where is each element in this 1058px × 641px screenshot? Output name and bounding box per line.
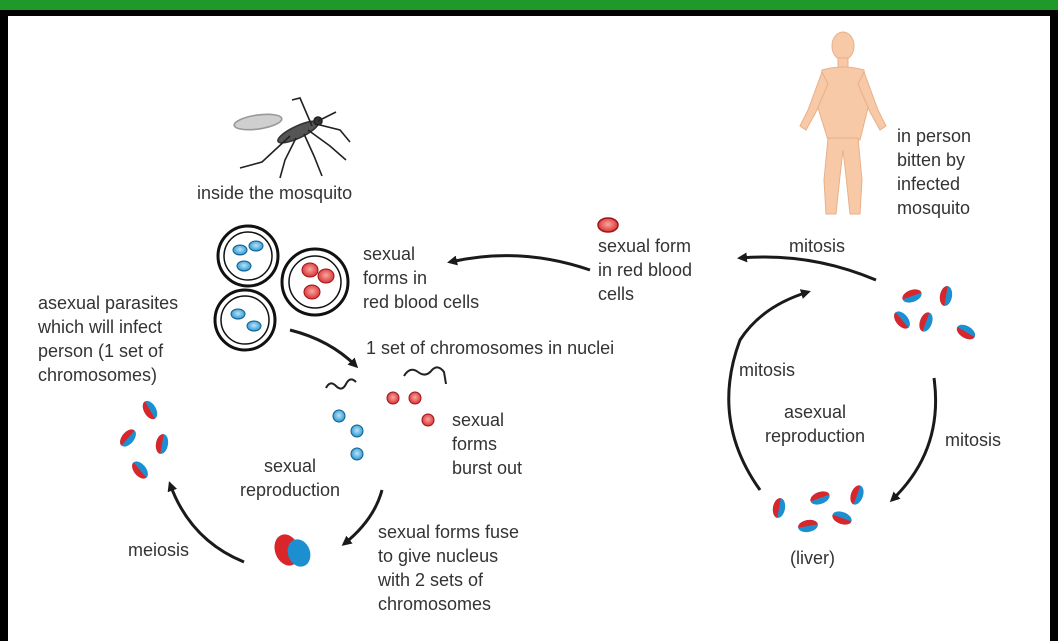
label-liver: (liver)	[790, 546, 835, 570]
label-meiosis: meiosis	[128, 538, 189, 562]
arrow-oocyst-to-burst	[290, 330, 356, 366]
oocyst-red	[282, 249, 348, 315]
liver-parasites	[771, 484, 866, 534]
label-mitosis-right-loop: mitosis	[945, 428, 1001, 452]
chromosome-squiggles	[326, 367, 446, 388]
oocyst-blue-bottom	[215, 290, 275, 350]
oocyst-blue-top	[218, 226, 278, 286]
blue-gametes	[333, 410, 363, 460]
label-inside-mosquito: inside the mosquito	[197, 181, 352, 205]
label-sexual-form-top: sexual form in red blood cells	[598, 234, 692, 306]
arrow-liver-to-blood-mitosis	[729, 292, 808, 490]
mosquito-icon	[233, 98, 350, 178]
label-asexual-reproduction: asexual reproduction	[765, 400, 865, 448]
arrow-blood-to-liver-mitosis	[892, 378, 936, 500]
label-sexual-forms-burst: sexual forms burst out	[452, 408, 522, 480]
asexual-parasites-blood	[891, 285, 978, 342]
zygote	[270, 531, 314, 570]
arrow-blood-to-top-rbc	[740, 257, 876, 280]
label-sexual-forms-rbc: sexual forms in red blood cells	[363, 242, 479, 314]
label-asexual-parasites: asexual parasites which will infect pers…	[38, 291, 178, 387]
label-mitosis-left-loop: mitosis	[739, 358, 795, 382]
asexual-parasites-left	[117, 398, 170, 481]
label-mitosis-top: mitosis	[789, 234, 845, 258]
red-gametes	[387, 392, 434, 426]
label-one-set-chromosomes: 1 set of chromosomes in nuclei	[366, 336, 614, 360]
label-sexual-reproduction: sexual reproduction	[240, 454, 340, 502]
label-sexual-forms-fuse: sexual forms fuse to give nucleus with 2…	[378, 520, 519, 616]
label-in-person: in person bitten by infected mosquito	[897, 124, 971, 220]
human-figure-icon	[800, 32, 886, 214]
arrow-burst-to-fuse	[344, 490, 382, 544]
red-blood-cell	[598, 218, 618, 232]
